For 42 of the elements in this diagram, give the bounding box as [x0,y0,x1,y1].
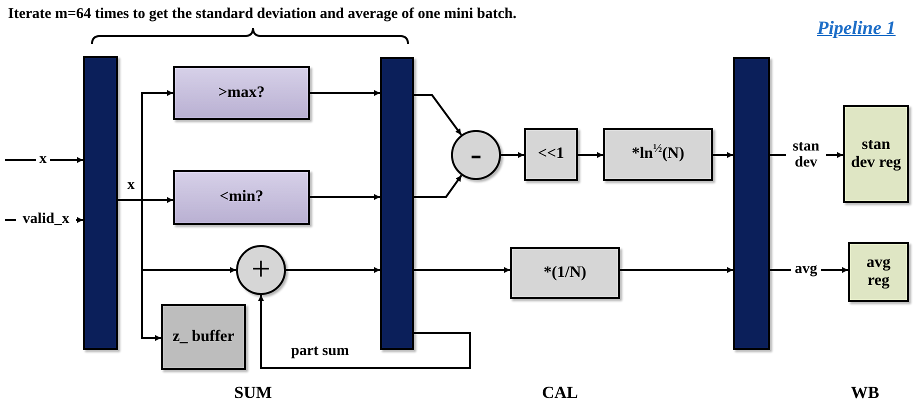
register-bar [733,57,770,350]
compare-box [173,66,310,120]
edge-label: part sum [290,344,350,360]
box-text: <<1 [536,145,566,164]
arrow [310,194,380,200]
box-text: avg reg [866,254,892,290]
pipeline-label: Pipeline 1 [817,17,896,41]
box-text: z_ buffer [172,328,236,346]
arrow [578,152,603,158]
arrow [310,90,380,96]
edge-label: valid_x [16,212,76,228]
arrow [620,267,733,273]
arrow [414,174,462,198]
arrow [414,94,462,136]
stage-label: WB [850,382,880,403]
register-box [848,242,909,302]
process-box [603,128,713,181]
register-box [843,105,909,203]
arrow [501,152,524,158]
operator-symbol: + [251,253,271,287]
arrow [5,157,83,163]
arrow [414,267,510,273]
arrow [713,152,733,158]
box-text: <min? [218,188,264,207]
box-text: stan dev reg [850,136,902,172]
arrow [258,295,471,369]
buffer-box [161,304,246,370]
compare-box [173,170,310,225]
register-bar [83,56,118,350]
process-box [524,128,578,181]
arrow [286,267,380,273]
edge-label: x [126,178,136,194]
title: Iterate m=64 times to get the standard deviation and average of one mini batch. [8,7,516,22]
operator-symbol: - [470,138,482,172]
stage-label: CAL [542,382,578,403]
register-bar [380,57,414,350]
stage-label: SUM [234,382,272,403]
process-box [510,247,620,299]
edge-label: avg [791,262,821,278]
box-text: *(1/N) [542,264,588,282]
box-text: *ln$^{½}$(N) [630,145,686,164]
box-text: >max? [217,84,266,102]
